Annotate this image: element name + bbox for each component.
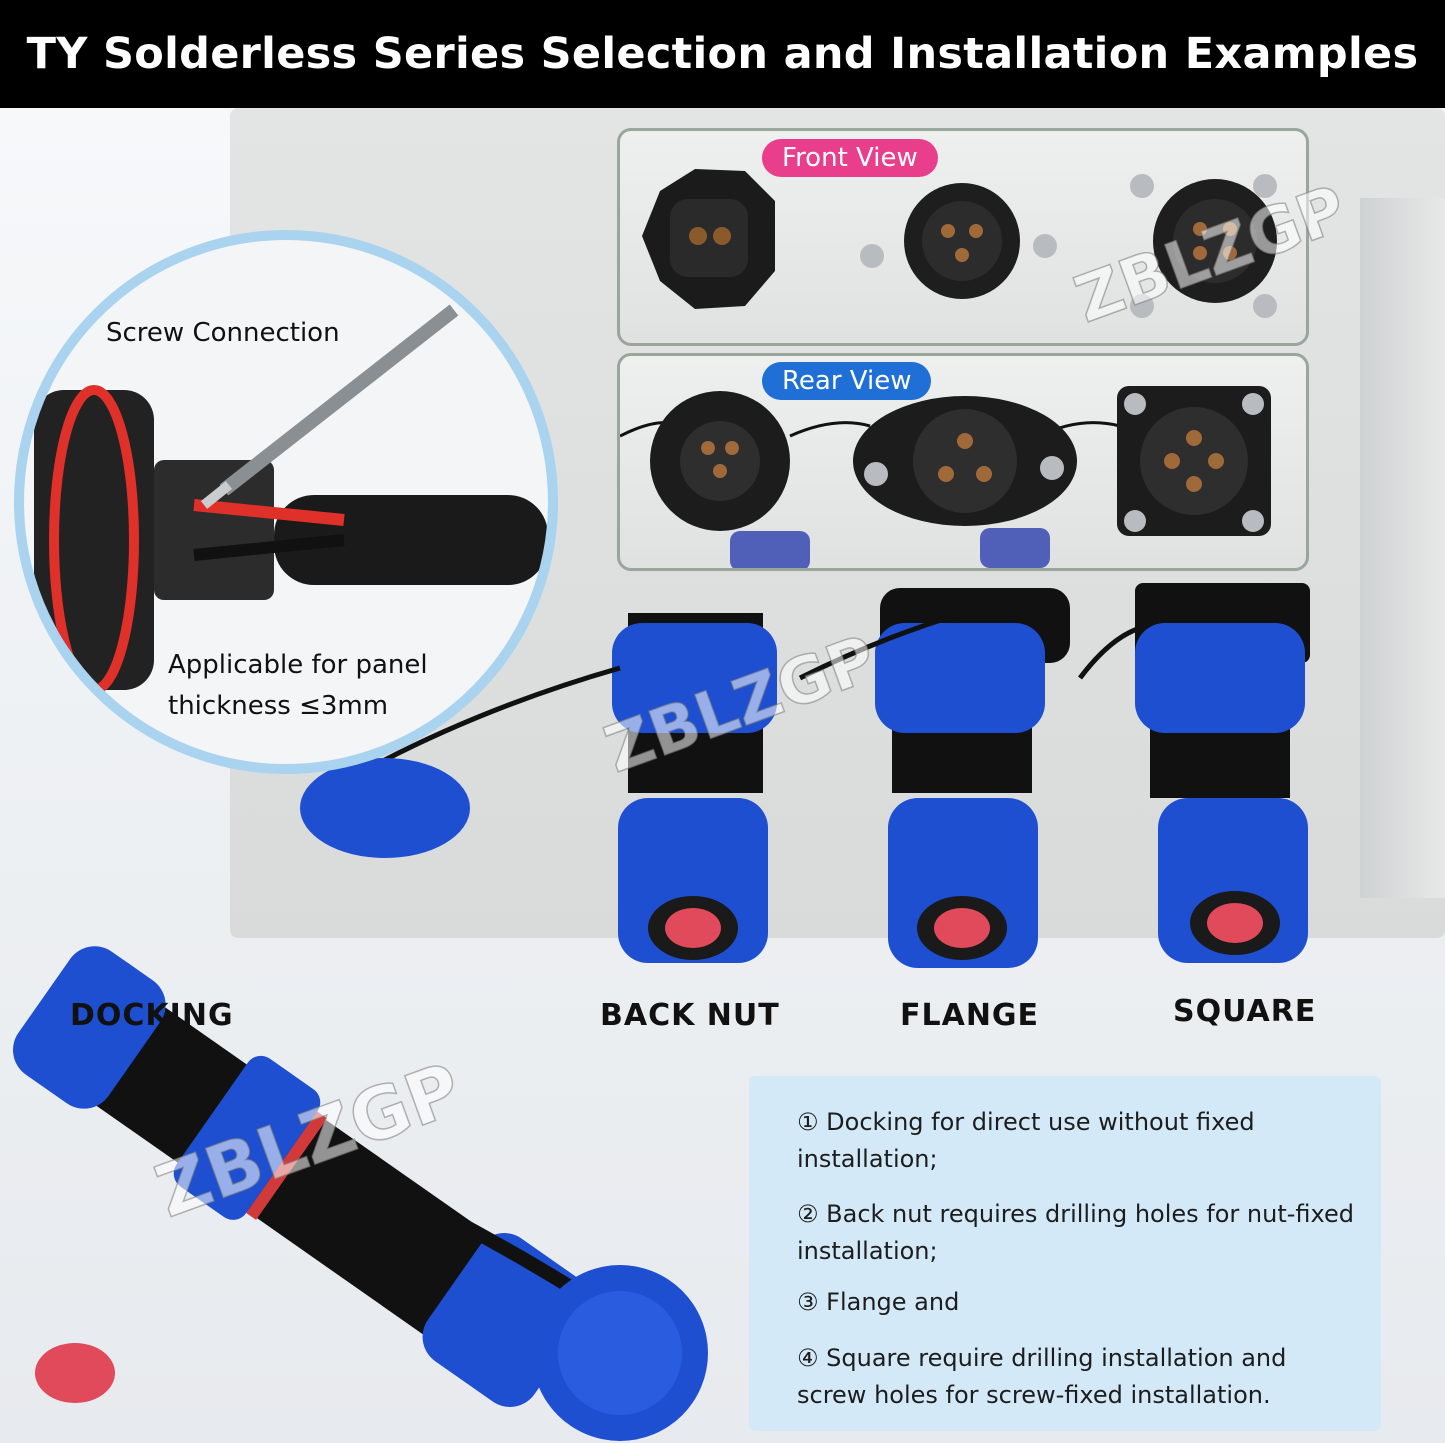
connector-illustrations [13,583,1310,1441]
rear-view-connectors [620,386,1271,568]
square-label: SQUARE [1173,994,1317,1029]
note-docking: ① Docking for direct use without fixed i… [797,1104,1357,1178]
note-text: Square require drilling installation and… [797,1344,1287,1409]
title-bar: TY Solderless Series Selection and Insta… [0,0,1445,108]
docking-label: DOCKING [70,998,234,1033]
junction-box-edge [1360,198,1445,898]
note-square: ④ Square require drilling installation a… [797,1340,1357,1414]
note-text: Docking for direct use without fixed ins… [797,1108,1255,1173]
installation-notes: ① Docking for direct use without fixed i… [749,1076,1381,1431]
front-view-label: Front View [762,139,938,177]
note-text: Flange and [826,1288,960,1316]
flange-label: FLANGE [900,998,1040,1033]
note-number: ④ [797,1344,819,1372]
note-number: ③ [797,1288,819,1316]
back-nut-connector [612,613,777,963]
docking-connector [13,946,592,1407]
front-view-panel: Front View [617,128,1309,346]
panel-thickness-line1: Applicable for panel [168,650,428,680]
note-number: ② [797,1200,819,1228]
note-back-nut: ② Back nut requires drilling holes for n… [797,1196,1357,1270]
flange-connector [875,588,1070,968]
product-scene: Front View [0,108,1445,1443]
screw-connection-illustration [34,304,548,695]
panel-thickness-line2: thickness ≤3mm [168,691,389,721]
rear-view-panel: Rear View [617,353,1309,571]
back-nut-label: BACK NUT [600,998,780,1033]
screw-connection-label: Screw Connection [106,318,340,348]
rear-view-label: Rear View [762,362,932,400]
note-flange: ③ Flange and [797,1284,1357,1321]
square-connector [1135,583,1310,963]
front-view-connectors [642,169,1277,318]
note-number: ① [797,1108,819,1136]
page-title: TY Solderless Series Selection and Insta… [26,29,1419,79]
note-text: Back nut requires drilling holes for nut… [797,1200,1354,1265]
screw-connection-inset: Screw Connection Applicable for panel th… [14,230,558,774]
